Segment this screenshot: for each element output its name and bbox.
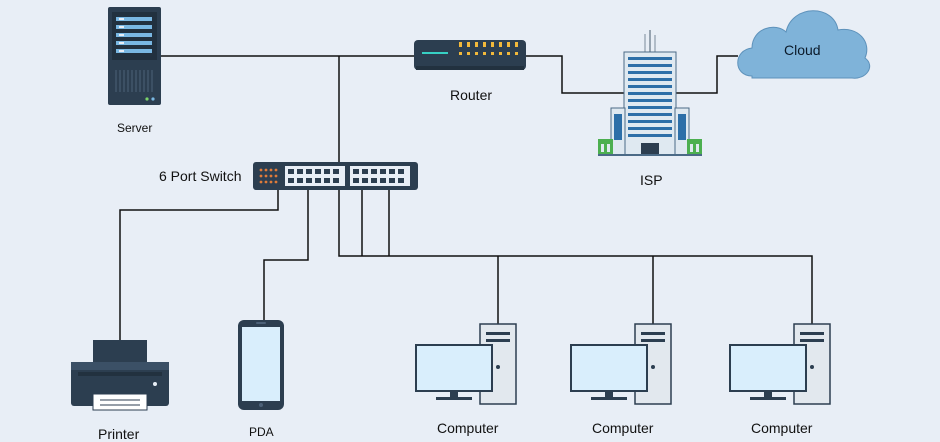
router-label: Router — [450, 87, 493, 103]
link-switch-computers-a — [338, 190, 813, 326]
desktop-computer-icon — [415, 323, 517, 405]
network-switch-icon — [253, 162, 418, 190]
link-switch-printer — [119, 190, 279, 340]
cloud-icon — [737, 10, 871, 79]
connection-links — [119, 55, 813, 340]
computer-label-2: Computer — [592, 420, 654, 436]
computer-label-1: Computer — [437, 420, 499, 436]
link-router-isp — [525, 55, 625, 94]
printer-label: Printer — [98, 426, 140, 442]
computer-label-3: Computer — [751, 420, 813, 436]
server-label: Server — [117, 121, 153, 135]
smartphone-icon — [238, 320, 284, 410]
printer-icon — [71, 340, 169, 411]
link-isp-cloud — [675, 55, 738, 94]
cloud-label: Cloud — [784, 42, 821, 58]
isp-label: ISP — [640, 172, 663, 188]
pda-label: PDA — [249, 425, 274, 439]
desktop-computer-icon — [729, 323, 831, 405]
desktop-computer-icon — [570, 323, 672, 405]
server-tower-icon — [108, 7, 161, 105]
switch-label: 6 Port Switch — [159, 168, 242, 184]
office-building-icon — [598, 30, 702, 156]
link-switch-pda — [263, 190, 309, 320]
router-icon — [414, 40, 526, 70]
